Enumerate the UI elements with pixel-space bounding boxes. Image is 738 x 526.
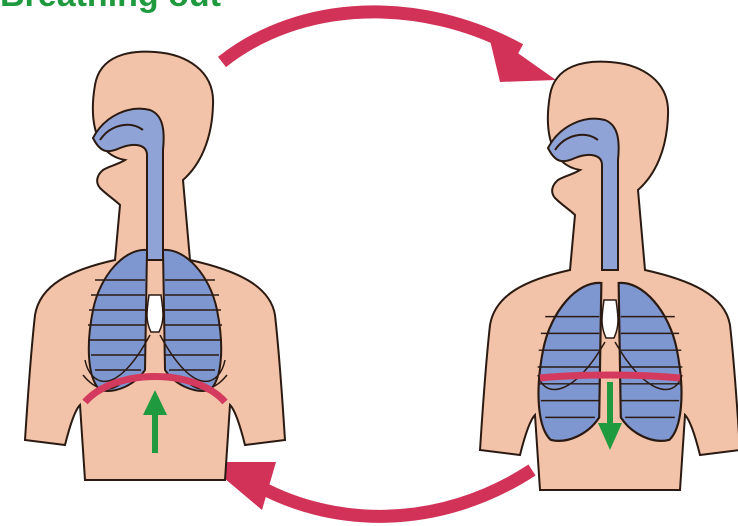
diagram-title: Breathing out [0, 0, 221, 14]
diaphragm [540, 375, 680, 378]
arrow-curved-right-icon [222, 12, 556, 82]
arrow-curved-left-icon [205, 462, 532, 516]
sternum [147, 295, 163, 332]
sternum [602, 300, 618, 338]
figure-exhale [25, 52, 285, 480]
figure-inhale [480, 62, 738, 490]
